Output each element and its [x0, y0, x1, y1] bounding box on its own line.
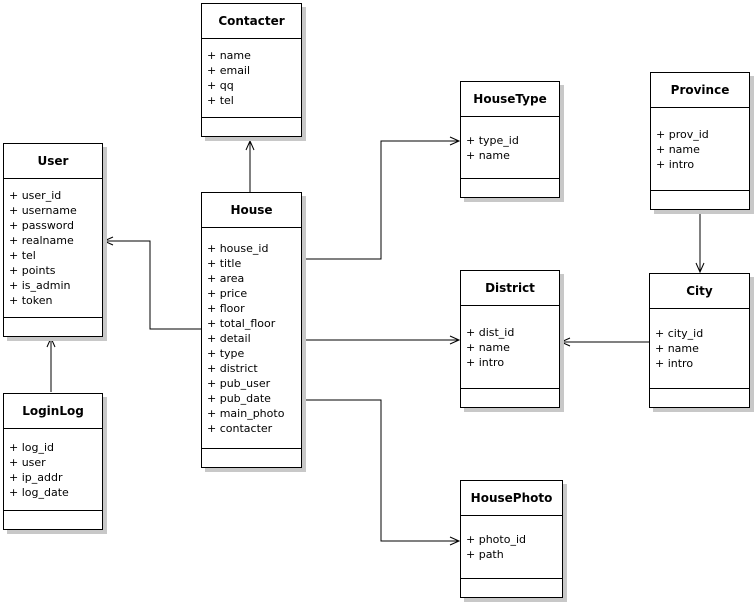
methods-compartment-empty [4, 318, 102, 336]
arrowhead-icon [559, 337, 571, 347]
class-name: User [4, 144, 102, 179]
arrowhead-icon [46, 336, 56, 348]
class-box-housetype[interactable]: HouseType+ type_id+ name [460, 81, 560, 198]
arrowhead-icon [449, 536, 461, 546]
connector-house-to-contacter [245, 139, 255, 192]
connector-house-to-housephoto [302, 399, 461, 546]
connector-house-to-housetype [302, 136, 461, 260]
attribute-row: + house_id [207, 241, 269, 255]
attribute-row: + photo_id [466, 533, 526, 546]
attribute-row: + type [207, 346, 245, 360]
class-name: House [202, 193, 301, 228]
attribute-row: + intro [655, 357, 694, 370]
attributes-compartment: + dist_id+ name+ intro [461, 306, 559, 389]
attribute-row: + name [655, 342, 699, 355]
attribute-row: + name [466, 340, 510, 354]
methods-compartment-empty [461, 389, 559, 407]
class-name: Province [651, 73, 749, 108]
attribute-row: + total_floor [207, 316, 276, 330]
attribute-row: + log_id [9, 440, 55, 454]
attribute-row: + pub_date [207, 391, 271, 405]
connector-line [302, 140, 459, 260]
class-box-province[interactable]: Province+ prov_id+ name+ intro [650, 72, 750, 210]
attribute-row: + qq [207, 79, 234, 92]
attributes-compartment: + house_id+ title+ area+ price+ floor+ t… [202, 228, 301, 449]
class-box-city[interactable]: City + city_id + name + intro [649, 273, 750, 408]
attribute-row: + name [207, 49, 251, 62]
class-name: District [461, 271, 559, 306]
attributes-compartment: + city_id + name + intro [650, 309, 749, 389]
connector-house-to-user [102, 236, 201, 330]
arrowhead-icon [245, 139, 255, 151]
attributes-compartment: + name + email + qq + tel [202, 39, 301, 118]
methods-compartment-empty [4, 511, 102, 529]
class-box-housephoto[interactable]: HousePhoto + photo_id + path [460, 480, 563, 598]
class-name: HouseType [461, 82, 559, 117]
connector-city-to-district [559, 337, 649, 347]
attribute-row: + name [466, 148, 510, 162]
attribute-row: + intro [656, 157, 695, 171]
attribute-row: + city_id [655, 327, 704, 340]
methods-compartment-empty [202, 449, 301, 467]
attributes-compartment: + prov_id+ name+ intro [651, 108, 749, 191]
attributes-compartment: + user_id + username + password + realname +… [4, 179, 102, 318]
attribute-row: + realname [9, 234, 74, 247]
methods-compartment-empty [461, 179, 559, 197]
attributes-compartment: + type_id+ name [461, 117, 559, 179]
methods-compartment-empty [202, 118, 301, 136]
connector-loginlog-to-user [46, 336, 56, 392]
attribute-row: + user_id [9, 189, 62, 202]
attribute-row: + prov_id [656, 127, 709, 141]
class-box-house[interactable]: House+ house_id+ title+ area+ price+ flo… [201, 192, 302, 468]
attribute-row: + password [9, 219, 74, 232]
connector-line [104, 240, 201, 330]
attribute-row: + detail [207, 331, 251, 345]
attribute-row: + floor [207, 301, 245, 315]
class-box-district[interactable]: District+ dist_id+ name+ intro [460, 270, 560, 408]
attribute-row: + contacter [207, 421, 273, 435]
attribute-row: + path [466, 548, 504, 561]
class-name: Contacter [202, 4, 301, 39]
attribute-row: + is_admin [9, 279, 71, 292]
connector-province-to-city [695, 210, 705, 274]
attribute-row: + tel [9, 249, 36, 262]
attribute-row: + dist_id [466, 325, 515, 339]
arrowhead-icon [695, 262, 705, 274]
attribute-row: + price [207, 286, 248, 300]
arrowhead-icon [449, 335, 461, 345]
attribute-row: + username [9, 204, 77, 217]
class-box-user[interactable]: User + user_id + username + password + realn… [3, 143, 103, 337]
attribute-row: + token [9, 294, 53, 307]
methods-compartment-empty [461, 579, 562, 597]
class-box-contacter[interactable]: Contacter + name + email + qq + tel [201, 3, 302, 137]
arrowhead-icon [449, 136, 461, 146]
class-name: City [650, 274, 749, 309]
attribute-row: + district [207, 361, 258, 375]
methods-compartment-empty [650, 389, 749, 407]
class-name: LoginLog [4, 394, 102, 429]
class-name: HousePhoto [461, 481, 562, 516]
connector-house-to-district [302, 335, 461, 345]
connector-line [302, 399, 459, 542]
arrowhead-icon [102, 236, 114, 246]
attribute-row: + area [207, 271, 245, 285]
attribute-row: + ip_addr [9, 470, 63, 484]
attribute-row: + tel [207, 94, 234, 107]
attribute-row: + name [656, 142, 700, 156]
attribute-row: + points [9, 264, 56, 277]
attribute-row: + type_id [466, 133, 519, 147]
attribute-row: + title [207, 256, 242, 270]
attributes-compartment: + photo_id + path [461, 516, 562, 579]
attribute-row: + main_photo [207, 406, 285, 420]
attribute-row: + log_date [9, 485, 69, 499]
attribute-row: + user [9, 455, 46, 469]
attribute-row: + intro [466, 355, 505, 369]
attribute-row: + pub_user [207, 376, 271, 390]
class-box-loginlog[interactable]: LoginLog+ log_id+ user+ ip_addr+ log_dat… [3, 393, 103, 530]
methods-compartment-empty [651, 191, 749, 209]
attribute-row: + email [207, 64, 251, 77]
attributes-compartment: + log_id+ user+ ip_addr+ log_date [4, 429, 102, 511]
